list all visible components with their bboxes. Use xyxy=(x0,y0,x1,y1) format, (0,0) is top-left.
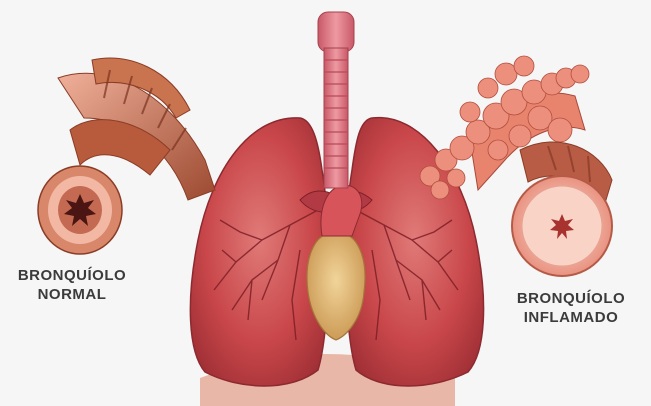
label-bronquiolo-normal: BRONQUÍOLO NORMAL xyxy=(6,266,138,304)
label-bronquiolo-inflamado: BRONQUÍOLO INFLAMADO xyxy=(504,289,638,327)
label-inflamado-line1: BRONQUÍOLO xyxy=(504,289,638,308)
label-normal-line1: BRONQUÍOLO xyxy=(6,266,138,285)
label-inflamado-line2: INFLAMADO xyxy=(504,308,638,327)
label-normal-line2: NORMAL xyxy=(6,285,138,304)
